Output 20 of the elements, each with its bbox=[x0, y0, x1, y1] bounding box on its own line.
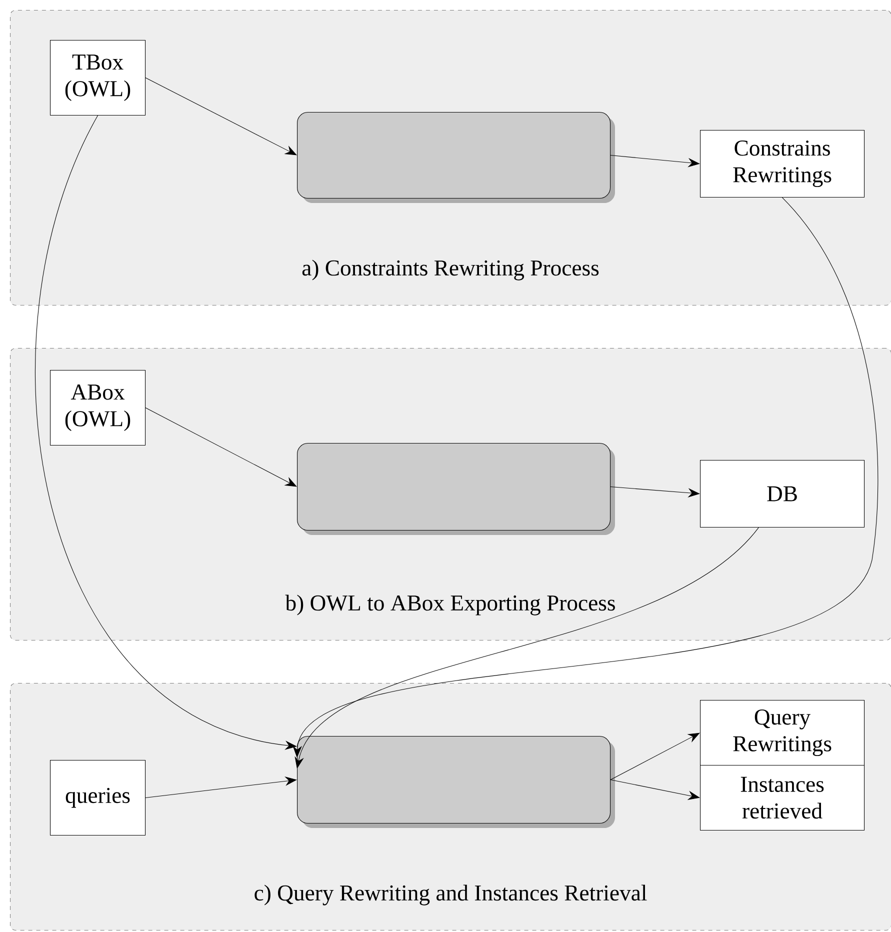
arrow bbox=[145, 776, 297, 798]
text-box: Query Rewritings bbox=[700, 700, 865, 766]
text-box: DB bbox=[700, 460, 865, 528]
process-box bbox=[297, 736, 615, 828]
process-box bbox=[297, 112, 615, 203]
process-box bbox=[297, 443, 615, 535]
arrow bbox=[610, 155, 700, 168]
text-box: ABox (OWL) bbox=[50, 370, 146, 446]
panel-title: c) Query Rewriting and Instances Retrieval bbox=[254, 884, 647, 906]
panel-title: a) Constraints Rewriting Process bbox=[302, 260, 599, 280]
arrow bbox=[610, 780, 700, 800]
panel-title: b) OWL to ABox Exporting Process bbox=[285, 594, 615, 616]
text-box: TBox (OWL) bbox=[50, 40, 146, 116]
text-box: Instances retrieved bbox=[700, 765, 865, 831]
arrow bbox=[145, 408, 297, 487]
text-box: Constrains Rewritings bbox=[700, 130, 865, 198]
arrow bbox=[610, 732, 700, 780]
arrow bbox=[145, 78, 297, 156]
arrow bbox=[34, 115, 297, 750]
text-box: queries bbox=[50, 760, 146, 836]
